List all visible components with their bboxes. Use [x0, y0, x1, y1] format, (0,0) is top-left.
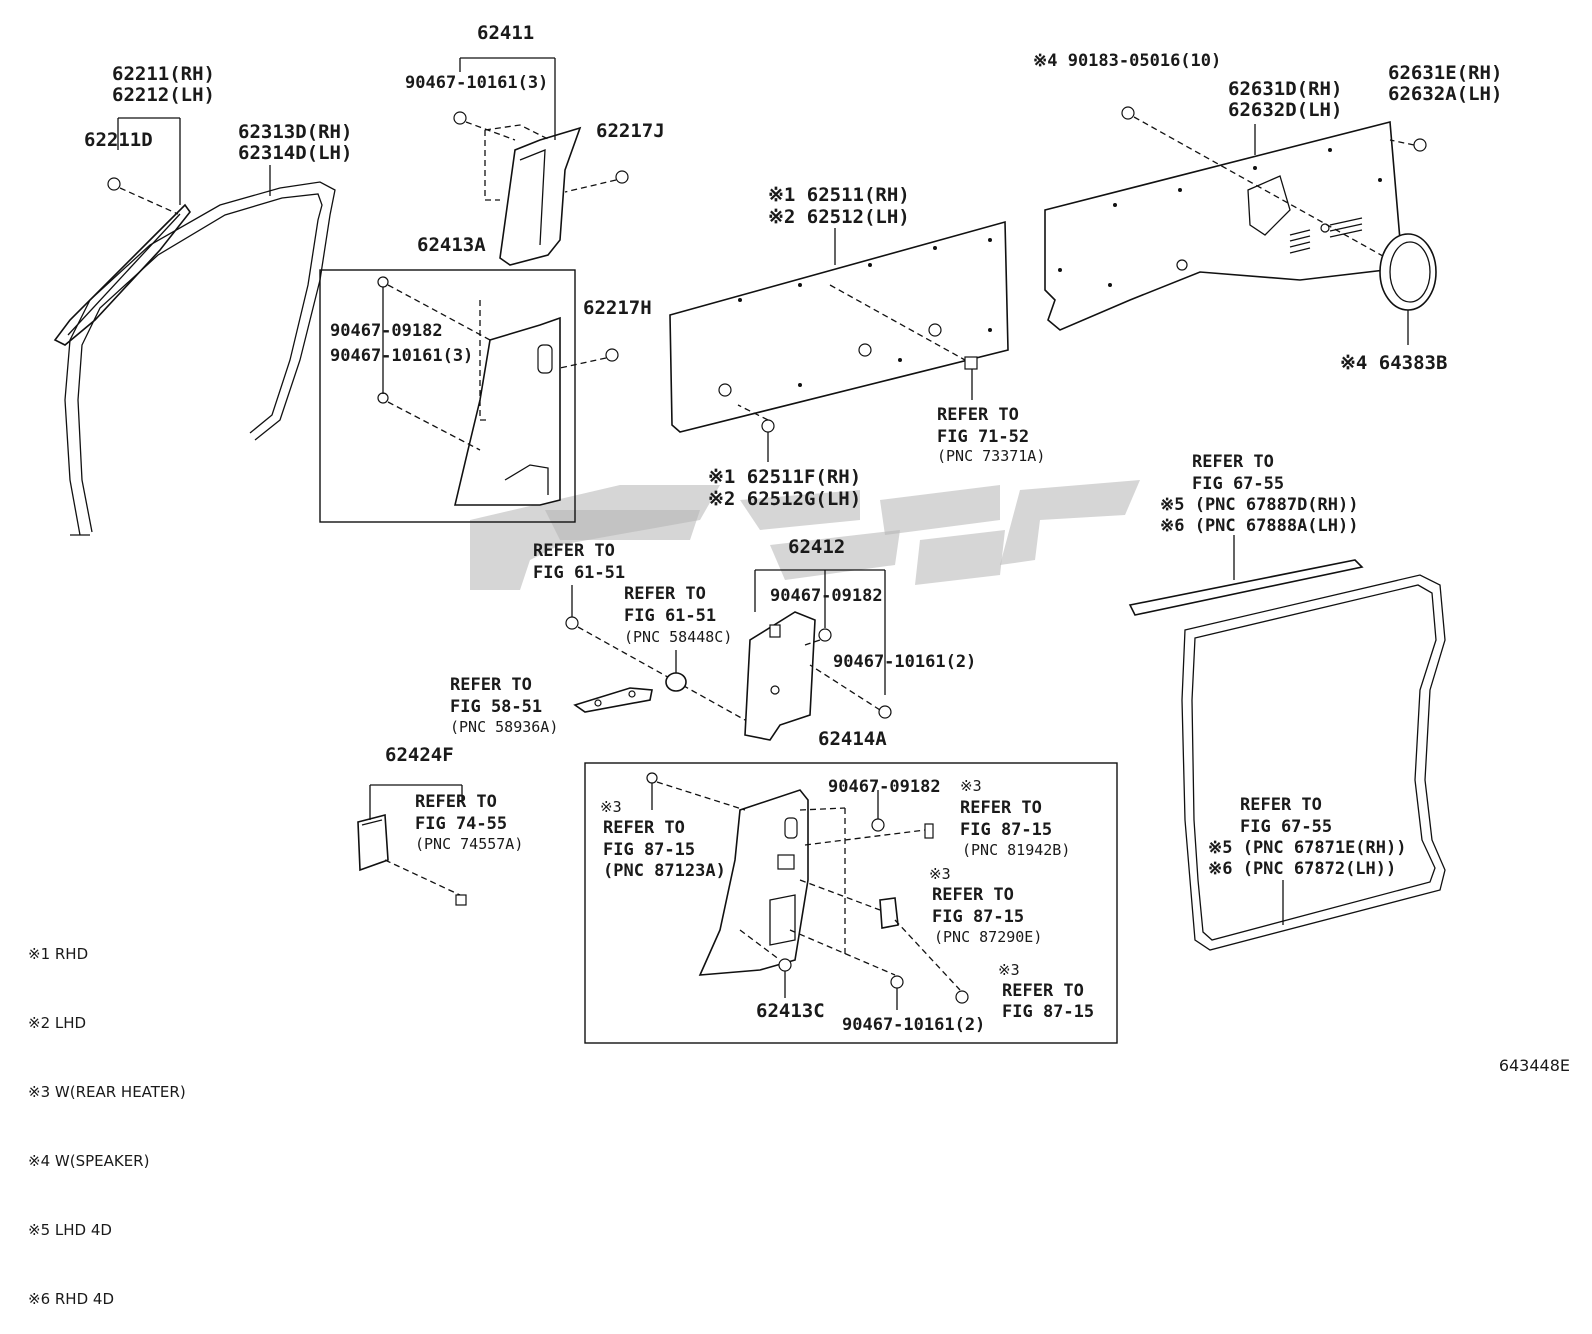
ref-87-15-b-line2: FIG 87-15: [960, 820, 1053, 840]
ref-fig-67-55-b-line2: FIG 67-55: [1240, 817, 1333, 837]
ref-fig-71-52-pnc: (PNC 73371A): [937, 447, 1046, 465]
box-62414a: [584, 762, 1118, 1044]
label-90467-10161-2-b: 90467-10161(2): [833, 652, 977, 672]
legend-item: ※4 W(SPEAKER): [28, 1152, 150, 1170]
label-62632d: 62632D(LH): [1228, 99, 1343, 121]
label-62631d: 62631D(RH): [1228, 78, 1343, 100]
label-64383b: ※4 64383B: [1340, 352, 1448, 374]
legend-item: ※2 LHD: [28, 1014, 87, 1032]
ref-87-15-a-note: ※3: [600, 798, 622, 816]
ref-87-15-c-pnc: (PNC 87290E): [934, 928, 1043, 946]
clip-62211d: [107, 177, 179, 215]
ref-87-15-a-line1: REFER TO: [603, 818, 685, 838]
ref-fig-67-55-b-line1: REFER TO: [1240, 795, 1322, 815]
label-62211-rh: 62211(RH): [112, 63, 215, 85]
label-62413c: 62413C: [756, 1000, 825, 1022]
label-62631e: 62631E(RH): [1388, 62, 1503, 84]
legend-item: ※5 LHD 4D: [28, 1221, 112, 1239]
label-62511f: ※1 62511F(RH): [708, 466, 862, 488]
door-weatherstrip-67871e: [1181, 574, 1446, 951]
ref-fig-58-51-line1: REFER TO: [450, 675, 532, 695]
label-62313d: 62313D(RH): [238, 121, 353, 143]
legend-item: ※3 W(REAR HEATER): [28, 1083, 186, 1101]
label-62217j: 62217J: [596, 120, 665, 142]
ref-87-15-c-line1: REFER TO: [932, 885, 1014, 905]
ref-87-15-b-line1: REFER TO: [960, 798, 1042, 818]
label-62424f: 62424F: [385, 744, 454, 766]
label-62413a: 62413A: [417, 234, 486, 256]
ref-fig-74-55-line1: REFER TO: [415, 792, 497, 812]
label-90467-10161-2-c: 90467-10161(2): [842, 1015, 986, 1035]
label-90467-09182-b: 90467-09182: [770, 586, 883, 606]
weatherstrip-62313d: [64, 165, 336, 536]
ref-87-15-d-line2: FIG 87-15: [1002, 1002, 1095, 1022]
ref-fig-67-55-a-pnc-rh: ※5 (PNC 67887D(RH)): [1160, 495, 1359, 515]
ref-fig-74-55-pnc: (PNC 74557A): [415, 835, 524, 853]
roof-strip-67887d: [1128, 535, 1364, 616]
ref-fig-67-55-a-pnc-lh: ※6 (PNC 67888A(LH)): [1160, 516, 1359, 536]
legend: ※1 RHD ※2 LHD ※3 W(REAR HEATER) ※4 W(SPE…: [28, 897, 186, 1334]
label-90467-09182-a: 90467-09182: [330, 321, 443, 341]
ref-fig-67-55-b-pnc-rh: ※5 (PNC 67871E(RH)): [1208, 838, 1407, 858]
ref-fig-61-51-a-line1: REFER TO: [533, 541, 615, 561]
label-90467-10161-3-a: 90467-10161(3): [330, 346, 474, 366]
figure-id: 643448E: [1498, 1056, 1570, 1075]
quarter-trim-62411: [453, 57, 629, 266]
label-62632a: 62632A(LH): [1388, 83, 1503, 105]
ref-87-15-d-line1: REFER TO: [1002, 981, 1084, 1001]
ref-fig-67-55-a-line1: REFER TO: [1192, 452, 1274, 472]
speaker-64383b: [1379, 233, 1437, 345]
ref-87-15-a-line2: FIG 87-15: [603, 840, 696, 860]
ref-fig-74-55-line2: FIG 74-55: [415, 814, 508, 834]
rear-panel-62631d: [1044, 106, 1427, 331]
ref-87-15-c-note: ※3: [929, 865, 951, 883]
label-90467-09182-c: 90467-09182: [828, 777, 941, 797]
label-62211d: 62211D: [84, 129, 153, 151]
label-90183-05016: ※4 90183-05016(10): [1033, 51, 1222, 71]
label-62314d: 62314D(LH): [238, 142, 353, 164]
parts-diagram: [53, 57, 1446, 1044]
watermark-logo: [470, 480, 1140, 590]
bracket-62424f: [357, 784, 467, 906]
pillar-trim-62412: [744, 569, 892, 741]
label-62414a: 62414A: [818, 728, 887, 750]
ref-87-15-d-note: ※3: [998, 961, 1020, 979]
ref-87-15-b-pnc: (PNC 81942B): [962, 841, 1071, 859]
ref-fig-58-51-line2: FIG 58-51: [450, 697, 543, 717]
ref-fig-61-51-b-pnc: (PNC 58448C): [624, 628, 733, 646]
ref-fig-58-51-pnc: (PNC 58936A): [450, 718, 559, 736]
label-62511: ※1 62511(RH): [768, 184, 910, 206]
ref-fig-67-55-a-line2: FIG 67-55: [1192, 474, 1285, 494]
label-90467-10161-3-top: 90467-10161(3): [405, 73, 549, 93]
ref-87-15-a-pnc: (PNC 87123A): [603, 861, 726, 881]
bracket-58936a: [573, 687, 653, 713]
ref-87-15-c-line2: FIG 87-15: [932, 907, 1025, 927]
label-62217h: 62217H: [583, 297, 652, 319]
label-62512: ※2 62512(LH): [768, 206, 910, 228]
ref-87-15-b-note: ※3: [960, 777, 982, 795]
legend-item: ※6 RHD 4D: [28, 1290, 114, 1308]
panel-62511: [669, 220, 1009, 462]
ref-fig-71-52-line2: FIG 71-52: [937, 427, 1030, 447]
box-62413a: [319, 269, 619, 523]
label-62412: 62412: [788, 536, 846, 558]
ref-fig-67-55-b-pnc-lh: ※6 (PNC 67872(LH)): [1208, 859, 1397, 879]
label-62512g: ※2 62512G(LH): [708, 488, 862, 510]
a-pillar-garnish-62211: [53, 117, 192, 346]
label-62411: 62411: [477, 22, 535, 44]
cap-58448c: [665, 650, 687, 692]
ref-fig-61-51-b-line1: REFER TO: [624, 584, 706, 604]
label-62212-lh: 62212(LH): [112, 84, 215, 106]
bolt-6151: [565, 585, 746, 721]
ref-fig-61-51-b-line2: FIG 61-51: [624, 606, 717, 626]
legend-item: ※1 RHD: [28, 945, 89, 963]
ref-fig-61-51-a-line2: FIG 61-51: [533, 563, 626, 583]
ref-fig-71-52-line1: REFER TO: [937, 405, 1019, 425]
